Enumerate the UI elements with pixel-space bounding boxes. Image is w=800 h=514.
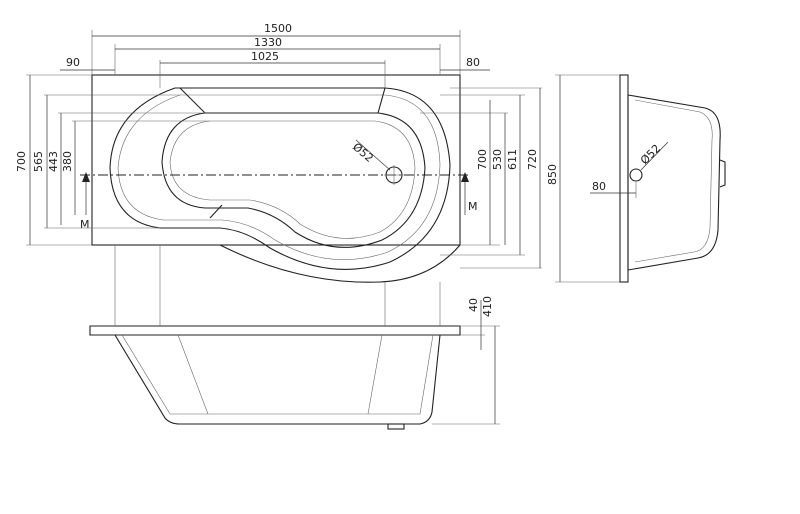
section-label-right: M [468,200,478,213]
side-drain [629,168,643,182]
dim-611: 611 [506,149,519,170]
top-view-bulge [219,244,461,283]
dim-90: 90 [66,56,80,69]
front-rim [89,325,461,336]
dim-443: 443 [47,151,60,172]
dim-40: 40 [467,298,480,312]
right-dimensions: 700 530 611 720 [420,87,542,269]
headrest-left [179,87,206,114]
side-body [627,94,721,271]
front-drain [387,423,405,430]
dim-565: 565 [32,151,45,172]
left-dimensions: 700 565 443 380 [15,74,210,246]
dim-700-right: 700 [476,149,489,170]
dim-850: 850 [546,164,559,185]
dim-720: 720 [526,149,539,170]
side-drain-leader [640,141,669,171]
section-label-left: M [80,218,90,231]
dim-700-left: 700 [15,151,28,172]
dim-1025: 1025 [251,50,279,63]
side-body-inner [634,99,713,263]
front-panel-left [177,334,209,415]
seat-left [209,204,223,219]
top-view-outline [91,74,461,246]
headrest-right [377,87,386,114]
top-view: Ø52 M M [80,74,478,283]
basin-inner [161,112,426,248]
dim-side-80: 80 [592,180,606,193]
dim-380: 380 [61,151,74,172]
projection-lines [114,245,441,326]
side-rim [619,74,629,283]
drain-diameter-label: Ø52 [350,140,376,165]
side-overflow [719,159,726,188]
basin-floor [169,120,416,239]
dim-1500: 1500 [264,22,292,35]
dim-80: 80 [466,56,480,69]
front-body-inner [121,334,434,415]
dim-410: 410 [481,296,494,317]
front-view: 40 410 [89,296,500,430]
basin-middle [117,94,441,260]
basin-outer [109,87,451,270]
front-body [114,334,441,425]
dim-1330: 1330 [254,36,282,49]
dim-530: 530 [491,149,504,170]
top-dimensions: 1500 1330 1025 90 80 [60,22,490,88]
side-view: 850 Ø52 80 [546,74,726,283]
drain-leader [355,139,391,171]
side-drain-diameter-label: Ø52 [638,142,663,167]
section-arrow-left [82,172,90,182]
front-panel-right [367,334,383,415]
section-arrow-right [461,172,469,182]
